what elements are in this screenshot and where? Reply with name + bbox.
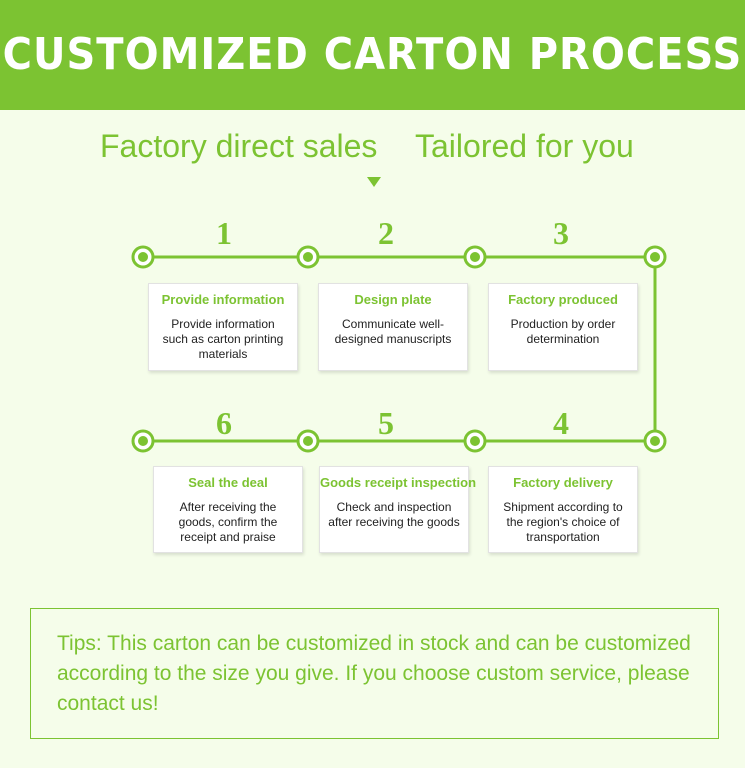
connector-node-dot [303, 436, 313, 446]
step-card-4: Factory delivery Shipment according to t… [488, 466, 638, 553]
step-description-1: Provide information such as carton print… [162, 317, 284, 361]
connector-node-dot [650, 436, 660, 446]
tagline-right: Tailored for you [415, 128, 634, 164]
page-title: CUSTOMIZED CARTON PROCESS [2, 30, 743, 80]
connector-node-dot [138, 252, 148, 262]
step-number-2: 2 [378, 215, 394, 251]
tagline-left: Factory direct sales [100, 128, 378, 164]
connector-node-dot [138, 436, 148, 446]
step-title-3: Factory produced [508, 292, 618, 307]
step-number-5: 5 [378, 405, 394, 441]
connector-node-dot [470, 436, 480, 446]
connector-node-dot [650, 252, 660, 262]
header-banner: CUSTOMIZED CARTON PROCESS [0, 0, 745, 110]
step-number-4: 4 [553, 405, 569, 441]
tips-box: Tips: This carton can be customized in s… [30, 608, 719, 739]
step-title-2: Design plate [354, 292, 432, 307]
step-description-5: Check and inspection after receiving the… [328, 500, 460, 529]
step-card-1: Provide information Provide information … [148, 283, 298, 371]
step-description-4: Shipment according to the region's choic… [503, 500, 623, 544]
step-number-1: 1 [216, 215, 232, 251]
step-card-2: Design plate Communicate well-designed m… [318, 283, 468, 371]
step-number-6: 6 [216, 405, 232, 441]
step-card-6: Seal the deal After receiving the goods,… [153, 466, 303, 553]
step-title-6: Seal the deal [188, 475, 268, 490]
step-card-3: Factory produced Production by order det… [488, 283, 638, 371]
step-description-3: Production by order determination [510, 317, 616, 346]
step-title-5: Goods receipt inspection [320, 475, 477, 490]
step-number-3: 3 [553, 215, 569, 251]
connector-node-dot [470, 252, 480, 262]
tips-text: Tips: This carton can be customized in s… [57, 632, 691, 715]
connector-node-dot [303, 252, 313, 262]
step-description-2: Communicate well-designed manuscripts [334, 317, 452, 346]
step-title-1: Provide information [161, 292, 285, 307]
down-arrow-icon [367, 177, 381, 187]
step-description-6: After receiving the goods, confirm the r… [178, 500, 278, 544]
step-title-4: Factory delivery [513, 475, 613, 490]
step-card-5: Goods receipt inspection Check and inspe… [319, 466, 477, 553]
